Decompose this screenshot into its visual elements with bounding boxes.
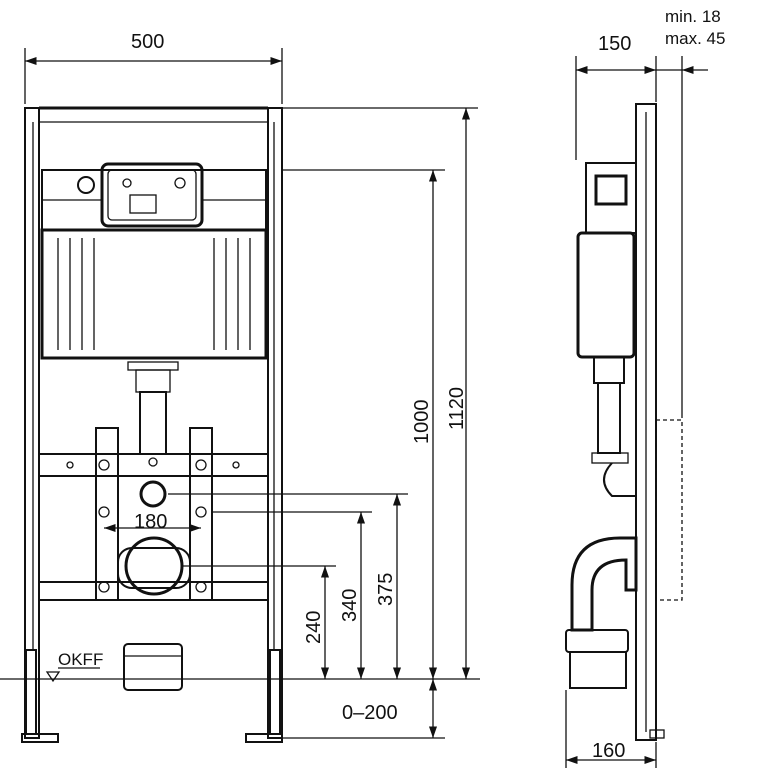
floor-label: OKFF xyxy=(58,650,103,669)
width-label: 500 xyxy=(131,31,164,53)
height-1000-label: 1000 xyxy=(411,400,433,445)
height-375-label: 375 xyxy=(375,573,397,606)
side-flush-pipe xyxy=(597,382,621,454)
drain-pipe xyxy=(123,643,183,691)
height-1120-label: 1120 xyxy=(446,387,468,430)
depth-label: 150 xyxy=(598,33,631,55)
adjust-range-label: 0–200 xyxy=(342,702,398,724)
wall-max-label: max. 45 xyxy=(665,29,725,48)
wall-min-label: min. 18 xyxy=(665,7,721,26)
side-view: 150 min. 18 max. 45 160 xyxy=(565,7,725,768)
height-340-label: 340 xyxy=(339,589,361,622)
waste-outlet xyxy=(124,536,184,596)
side-cistern-top xyxy=(585,162,637,234)
flush-pipe xyxy=(139,391,167,455)
left-foot xyxy=(21,733,59,743)
axis-spacing-label: 180 xyxy=(134,511,167,533)
left-bracket xyxy=(95,427,119,601)
side-outlet-pipe xyxy=(569,651,627,689)
inlet-connection xyxy=(139,480,167,508)
right-post xyxy=(267,107,283,739)
front-view: OKFF 500 180 1120 1000 375 340 240 0–200 xyxy=(0,31,480,743)
connector-icon xyxy=(77,176,95,194)
wall-cladding xyxy=(655,419,683,601)
cistern-body xyxy=(40,228,268,360)
side-waste-bend xyxy=(570,536,638,632)
left-post xyxy=(24,107,40,739)
lower-cross-rail xyxy=(38,581,269,601)
flush-plate-opening xyxy=(100,162,204,228)
floor-marker-icon xyxy=(45,671,61,683)
side-cistern-body xyxy=(576,231,636,359)
outlet-depth-label: 160 xyxy=(592,740,625,762)
height-240-label: 240 xyxy=(303,611,325,644)
upper-cross-rail xyxy=(38,453,269,477)
right-bracket xyxy=(189,427,213,601)
